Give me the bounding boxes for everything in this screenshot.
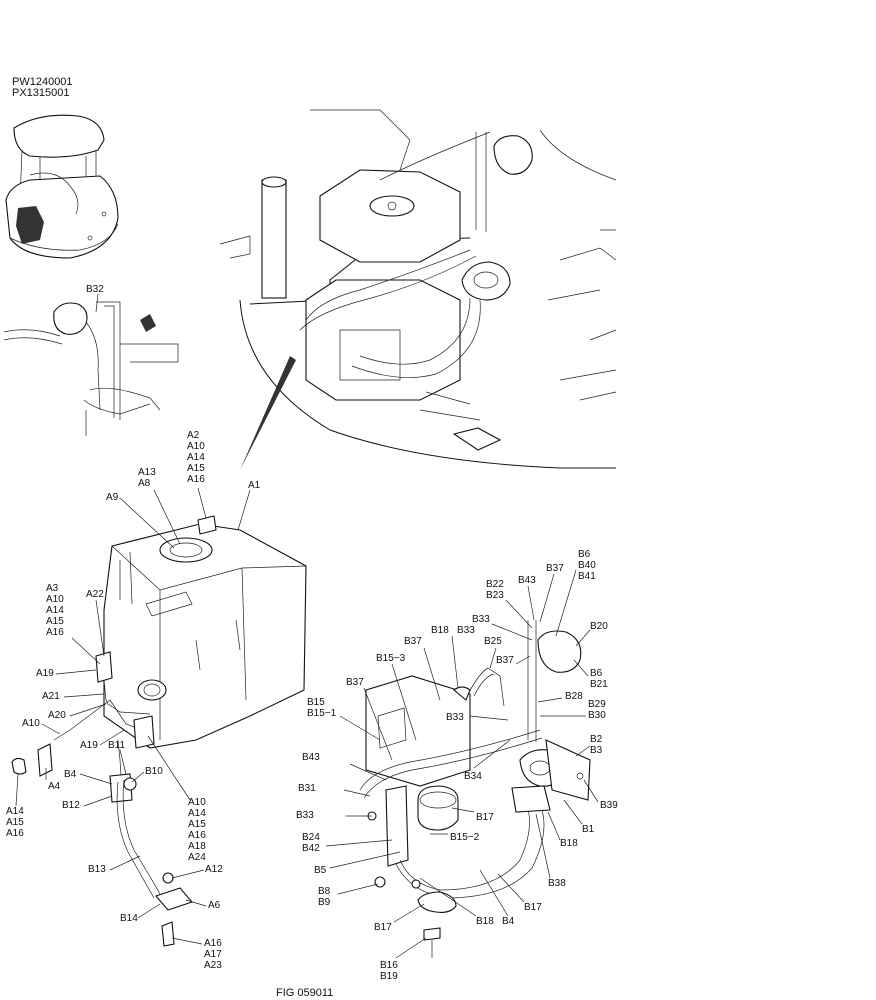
fuel-tank-assembly	[11, 515, 307, 947]
callout-a12: A12	[205, 864, 223, 875]
callout-b1: B1	[582, 824, 595, 835]
callout-b37-left: B37	[346, 677, 364, 688]
callout-b11: B11	[108, 740, 126, 751]
callout-b14: B14	[120, 913, 138, 924]
callout-b33-left: B33	[296, 810, 314, 821]
callout-b17-right: B17	[524, 902, 542, 913]
callout-b32: B32	[86, 284, 104, 295]
callout-a21: A21	[42, 691, 60, 702]
callout-b33-mid: B33	[446, 712, 464, 723]
callout-b38: B38	[548, 878, 566, 889]
figure-label: FIG 059011	[276, 987, 334, 999]
callout-a9: A9	[106, 492, 119, 503]
machine-overview-view	[219, 109, 617, 469]
model-code-1: PW1240001	[12, 76, 73, 88]
detail-b32-inset	[3, 301, 179, 436]
callout-a1: A1	[248, 480, 261, 491]
callout-b13: B13	[88, 864, 106, 875]
model-code-2: PX1315001	[12, 87, 70, 99]
callout-b18-right: B18	[560, 838, 578, 849]
callout-a19-lower: A19	[80, 740, 98, 751]
hose-filter-assembly	[359, 620, 591, 958]
callout-a19-upper: A19	[36, 668, 54, 679]
callout-a22: A22	[86, 589, 104, 600]
machine-locator-view	[5, 114, 119, 259]
callout-b43-left: B43	[302, 752, 320, 763]
callout-b15-3: B15−3	[376, 653, 406, 664]
callout-b20: B20	[590, 621, 608, 632]
callout-b28: B28	[565, 691, 583, 702]
callout-leader-lines	[15, 293, 599, 959]
callout-b33-upper: B33	[457, 625, 475, 636]
callout-b12: B12	[62, 800, 80, 811]
callout-b4-left: B4	[64, 769, 77, 780]
callout-a6: A6	[208, 900, 221, 911]
callout-b25: B25	[484, 636, 502, 647]
callout-a4: A4	[48, 781, 61, 792]
callout-b17-mid: B17	[476, 812, 494, 823]
callout-b34: B34	[464, 771, 482, 782]
callout-b17-bottom: B17	[374, 922, 392, 933]
callout-b39: B39	[600, 800, 618, 811]
callout-b4-right: B4	[502, 916, 515, 927]
detail-pointer-wedge	[240, 356, 296, 470]
callout-b37-top: B37	[546, 563, 564, 574]
callout-b37-mid: B37	[496, 655, 514, 666]
callout-b31: B31	[298, 783, 316, 794]
callout-b18-top: B18	[431, 625, 449, 636]
callout-b15-2: B15−2	[450, 832, 480, 843]
callout-b18-bottom: B18	[476, 916, 494, 927]
callout-a20: A20	[48, 710, 66, 721]
callout-b33-top: B33	[472, 614, 490, 625]
callout-b10: B10	[145, 766, 163, 777]
callout-b37-upper: B37	[404, 636, 422, 647]
callout-a10: A10	[22, 718, 40, 729]
callout-b43-top: B43	[518, 575, 536, 586]
callout-b5: B5	[314, 865, 327, 876]
